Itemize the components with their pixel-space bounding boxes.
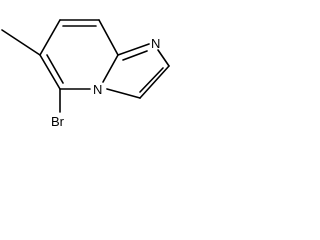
bond-c6-c5-inner [46, 54, 64, 84]
bond-c3-n4 [106, 88, 141, 99]
atom-label-br: Br [51, 114, 65, 129]
bond-c8a-c8 [98, 19, 119, 56]
molecule-diagram: N N Br [1, 19, 170, 129]
bond-c8a-n1-inner [122, 50, 148, 61]
atom-label-n-imine: N [151, 36, 160, 51]
bond-c6-methyl [1, 29, 41, 56]
bond-c2-c3-inner [139, 67, 164, 93]
bond-c8a-n1 [117, 43, 150, 56]
bond-c7-c6 [39, 19, 61, 56]
bond-c2-c3 [139, 65, 170, 99]
bond-n4-c8a [102, 54, 119, 83]
bond-n1-c2 [157, 49, 170, 67]
atom-label-n-bridge: N [93, 82, 102, 97]
bond-c6-c5 [39, 54, 61, 90]
